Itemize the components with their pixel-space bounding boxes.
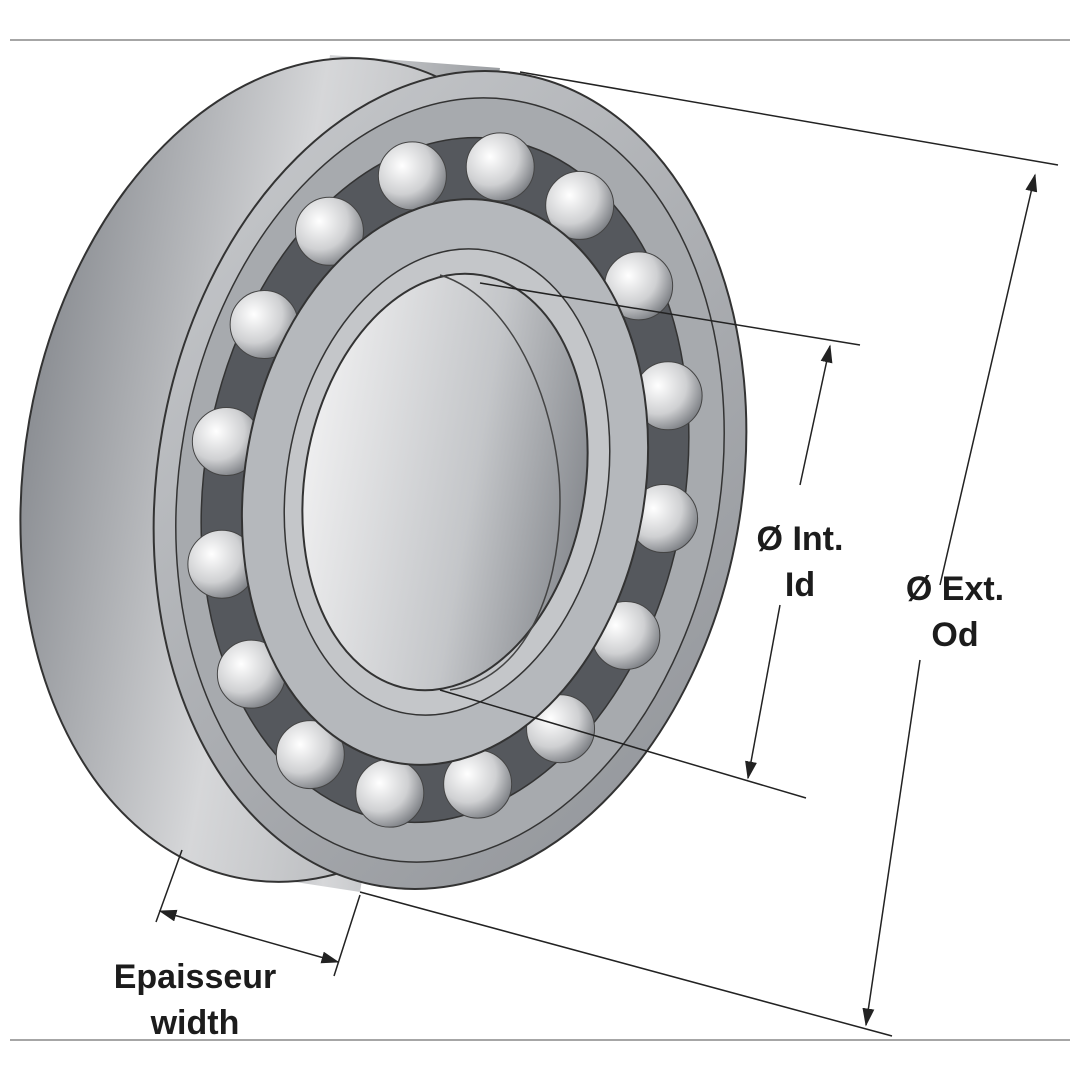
inner-diameter-label-fr: Ø Int.	[756, 520, 844, 558]
ball	[377, 141, 447, 211]
bore	[301, 272, 589, 692]
ball	[545, 170, 615, 240]
ball	[355, 758, 425, 828]
ball	[275, 720, 345, 790]
inner-diameter-label-en: Id	[784, 566, 816, 604]
inner-diameter-label: Ø Int. Id	[700, 522, 900, 602]
bore-back-edge	[439, 274, 561, 691]
ball-set	[187, 132, 703, 828]
outer-diameter-dimension	[359, 71, 1059, 1037]
outer-diameter-label: Ø Ext. Od	[855, 572, 1055, 652]
outer-diameter-label-fr: Ø Ext.	[905, 570, 1005, 608]
outer-diameter-label-en: Od	[931, 616, 979, 654]
inner-diameter-dimension	[439, 282, 861, 799]
ball	[294, 196, 364, 266]
ball	[465, 132, 535, 202]
width-label: Epaisseur width	[95, 960, 295, 1040]
width-label-en: width	[150, 1004, 240, 1042]
width-label-fr: Epaisseur	[113, 958, 277, 996]
width-dimension	[155, 849, 361, 977]
